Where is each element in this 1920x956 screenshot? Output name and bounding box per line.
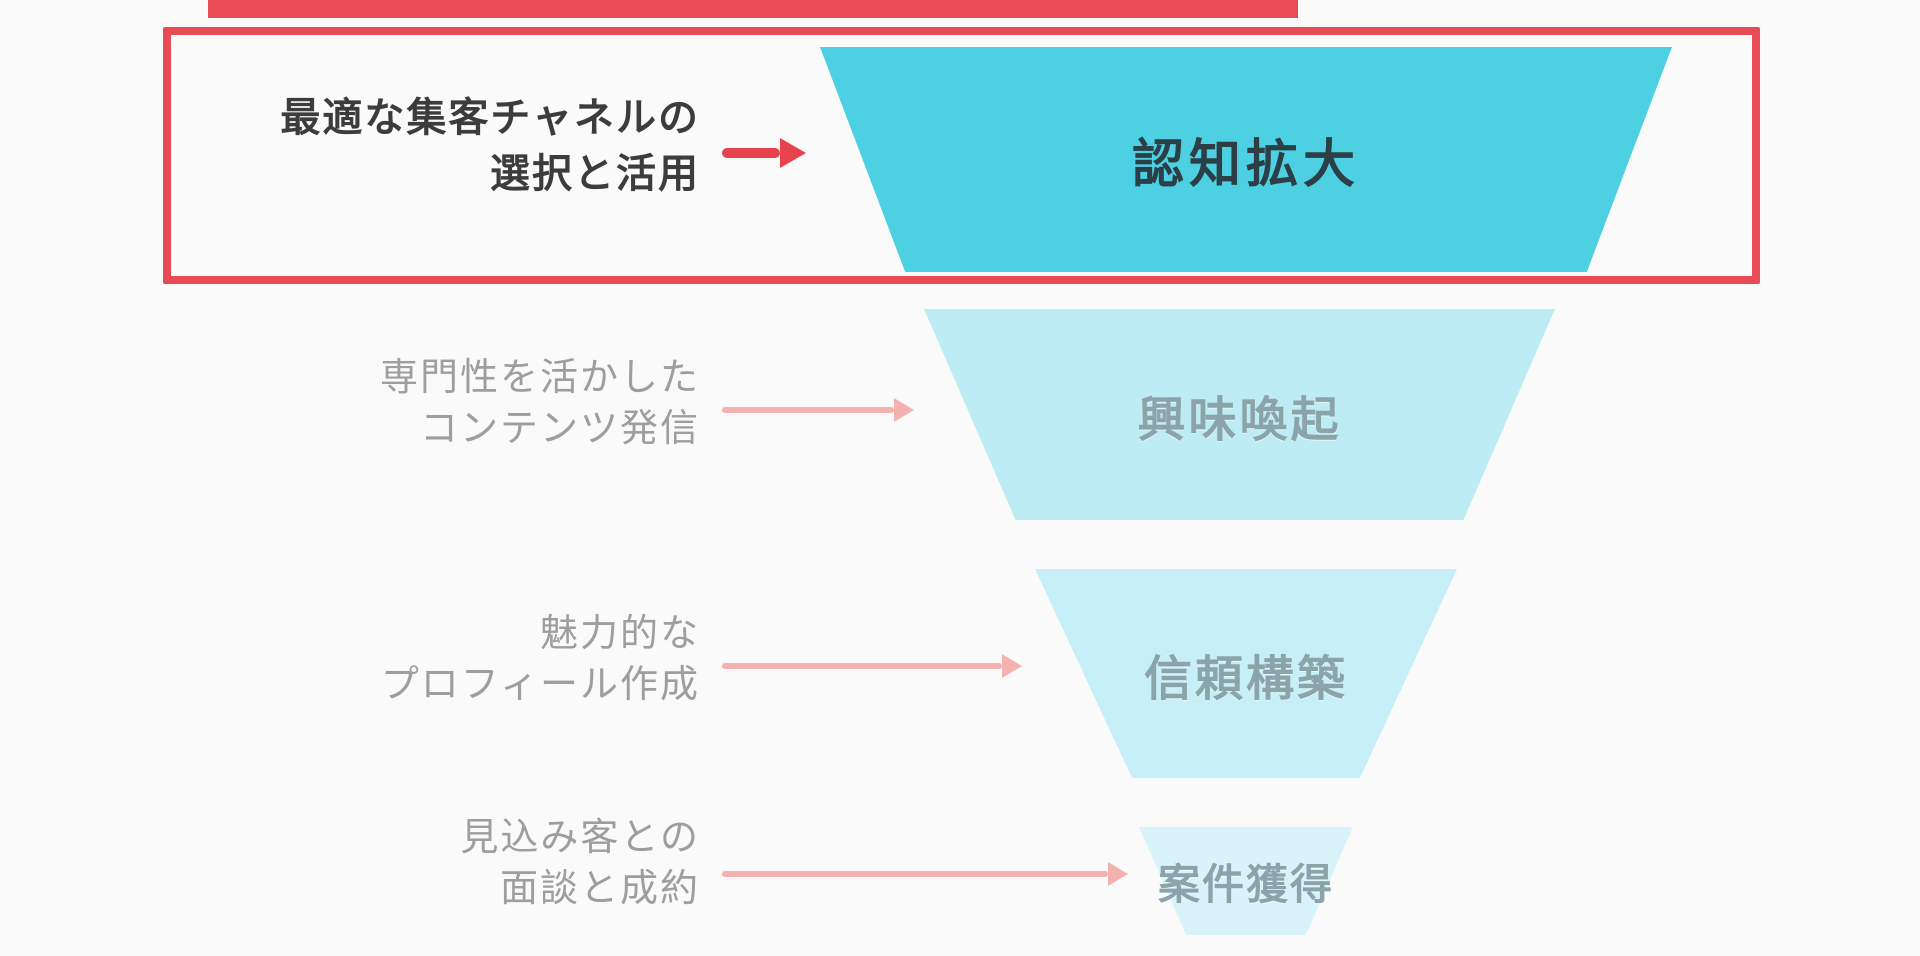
funnel-stage-acquisition: 案件獲得: [1139, 827, 1353, 935]
side-label-line: 面談と成約: [499, 866, 700, 911]
arrow-icon-interest: [722, 398, 914, 422]
arrow-head-icon: [894, 398, 914, 422]
funnel-stage-shape: [924, 309, 1555, 520]
arrow-head-icon: [1108, 862, 1128, 886]
side-label-awareness: 最適な集客チャネルの 選択と活用: [100, 90, 700, 202]
side-label-line: 最適な集客チャネルの: [280, 95, 700, 141]
side-label-line: 選択と活用: [490, 151, 700, 197]
side-label-line: 魅力的な: [539, 611, 700, 655]
funnel-stage-shape: [820, 47, 1672, 272]
top-accent-bar: [208, 0, 1298, 18]
arrow-icon-acquisition: [722, 862, 1128, 886]
arrow-shaft: [722, 407, 894, 413]
side-label-line: コンテンツ発信: [419, 406, 700, 451]
arrow-icon-trust: [722, 654, 1022, 678]
side-label-interest: 専門性を活かした コンテンツ発信: [100, 352, 700, 455]
arrow-shaft: [722, 871, 1108, 877]
funnel-stage-trust: 信頼構築: [1035, 569, 1457, 778]
arrow-shaft: [722, 663, 1002, 669]
funnel-stage-interest: 興味喚起: [924, 309, 1555, 520]
arrow-head-icon: [1002, 654, 1022, 678]
side-label-acquisition: 見込み客との 面談と成約: [100, 812, 700, 915]
side-label-line: 専門性を活かした: [379, 355, 700, 399]
funnel-stage-label: 認知拡大: [1131, 135, 1360, 195]
funnel-stage-label: 案件獲得: [1157, 859, 1334, 909]
funnel-stage-label: 興味喚起: [1137, 391, 1342, 448]
side-label-line: 見込み客との: [460, 815, 700, 859]
side-label-trust: 魅力的な プロフィール作成: [100, 608, 700, 711]
arrow-shaft: [722, 148, 780, 158]
funnel-stage-awareness: 認知拡大: [820, 47, 1672, 272]
arrow-icon-awareness: [722, 138, 806, 168]
side-label-line: プロフィール作成: [380, 662, 700, 707]
funnel-stage-label: 信頼構築: [1143, 650, 1348, 707]
arrow-head-icon: [780, 138, 806, 168]
